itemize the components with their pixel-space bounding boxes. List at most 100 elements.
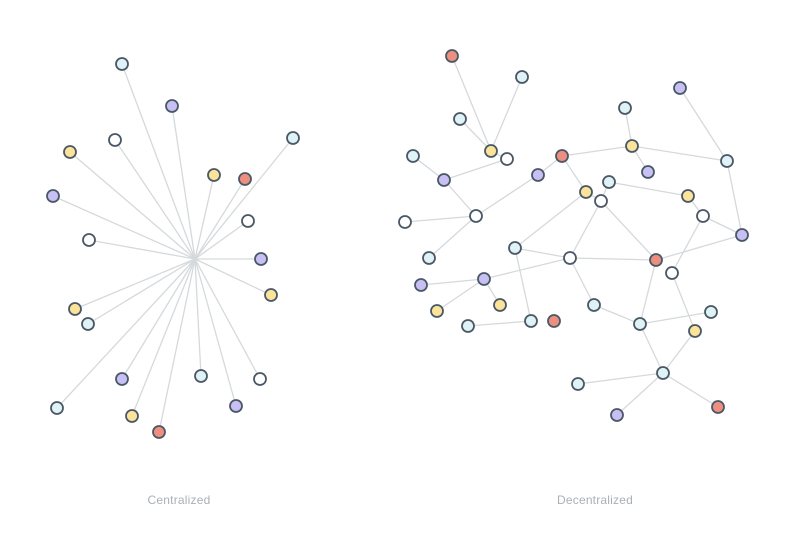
decentralized-edge bbox=[569, 257, 657, 261]
decentralized-edge bbox=[459, 118, 492, 152]
decentralized-edge bbox=[443, 158, 508, 181]
decentralized-edge bbox=[679, 87, 728, 162]
decentralized-node bbox=[493, 298, 507, 312]
decentralized-edge bbox=[639, 323, 664, 374]
decentralized-node bbox=[696, 209, 710, 223]
centralized-edges bbox=[52, 63, 294, 433]
decentralized-node bbox=[555, 149, 569, 163]
decentralized-node bbox=[445, 49, 459, 63]
decentralized-node bbox=[484, 144, 498, 158]
centralized-edge bbox=[158, 258, 196, 433]
decentralized-node bbox=[515, 70, 529, 84]
centralized-edge bbox=[194, 258, 272, 296]
decentralized-node bbox=[430, 304, 444, 318]
centralized-node bbox=[46, 189, 60, 203]
decentralized-node bbox=[547, 314, 561, 328]
centralized-node bbox=[125, 409, 139, 423]
centralized-node bbox=[229, 399, 243, 413]
decentralized-edge bbox=[608, 181, 689, 197]
decentralized-node bbox=[641, 165, 655, 179]
centralized-edge bbox=[194, 220, 249, 260]
decentralized-edge bbox=[671, 215, 704, 274]
decentralized-edge bbox=[662, 372, 719, 408]
decentralized-node bbox=[633, 317, 647, 331]
decentralized-node bbox=[508, 241, 522, 255]
decentralized-node bbox=[500, 152, 514, 166]
centralized-edge bbox=[114, 139, 196, 260]
centralized-node bbox=[207, 168, 221, 182]
decentralized-edge bbox=[490, 76, 523, 152]
decentralized-node bbox=[477, 272, 491, 286]
decentralized-node bbox=[735, 228, 749, 242]
centralized-edge bbox=[74, 258, 196, 310]
decentralized-edge bbox=[726, 160, 743, 236]
decentralized-edge bbox=[514, 247, 571, 259]
centralized-node bbox=[63, 145, 77, 159]
decentralized-edge bbox=[475, 174, 539, 217]
centralized-node bbox=[241, 214, 255, 228]
decentralized-edge bbox=[467, 320, 532, 327]
decentralized-node bbox=[437, 173, 451, 187]
decentralized-node bbox=[673, 81, 687, 95]
decentralized-node bbox=[602, 175, 616, 189]
decentralized-edge bbox=[616, 372, 664, 416]
decentralized-node bbox=[704, 305, 718, 319]
decentralized-node bbox=[579, 185, 593, 199]
decentralized-node bbox=[453, 112, 467, 126]
decentralized-edge bbox=[671, 272, 696, 332]
decentralized-edge bbox=[655, 234, 743, 261]
decentralized-node bbox=[688, 324, 702, 338]
decentralized-edge bbox=[420, 278, 485, 286]
centralized-edge bbox=[194, 258, 237, 407]
decentralized-node bbox=[625, 139, 639, 153]
centralized-node bbox=[115, 372, 129, 386]
decentralized-edge bbox=[662, 330, 696, 374]
decentralized-edge bbox=[569, 200, 602, 259]
decentralized-edge bbox=[561, 145, 633, 157]
centralized-edge bbox=[194, 137, 294, 260]
centralized-edge bbox=[194, 258, 202, 377]
centralized-edge bbox=[56, 258, 196, 409]
centralized-node bbox=[286, 131, 300, 145]
decentralized-edge bbox=[631, 145, 728, 162]
decentralized-node bbox=[711, 400, 725, 414]
centralized-node bbox=[68, 302, 82, 316]
decentralized-nodes bbox=[398, 49, 749, 422]
decentralized-node bbox=[414, 278, 428, 292]
centralized-edge bbox=[52, 195, 196, 260]
decentralized-node bbox=[531, 168, 545, 182]
decentralized-edges bbox=[404, 55, 743, 416]
centralized-edge bbox=[87, 258, 196, 325]
decentralized-edge bbox=[569, 257, 595, 306]
centralized-node bbox=[253, 372, 267, 386]
decentralized-node bbox=[571, 377, 585, 391]
decentralized-node bbox=[461, 319, 475, 333]
centralized-node bbox=[50, 401, 64, 415]
centralized-nodes bbox=[46, 57, 300, 439]
decentralized-edge bbox=[483, 257, 571, 280]
centralized-node bbox=[152, 425, 166, 439]
decentralized-edge bbox=[404, 215, 477, 223]
centralized-edge bbox=[121, 63, 196, 260]
decentralized-node bbox=[524, 314, 538, 328]
decentralized-edge bbox=[702, 215, 743, 236]
centralized-node bbox=[194, 369, 208, 383]
centralized-node bbox=[264, 288, 278, 302]
decentralized-node bbox=[563, 251, 577, 265]
centralized-node bbox=[254, 252, 268, 266]
decentralized-edge bbox=[577, 372, 664, 385]
decentralized-node bbox=[610, 408, 624, 422]
decentralized-edge bbox=[639, 311, 712, 325]
decentralized-node bbox=[594, 194, 608, 208]
decentralized-node bbox=[469, 209, 483, 223]
decentralized-edge bbox=[593, 304, 641, 325]
centralized-edge bbox=[121, 258, 196, 380]
decentralized-node bbox=[422, 251, 436, 265]
centralized-caption: Centralized bbox=[147, 493, 211, 507]
centralized-edge bbox=[131, 258, 196, 417]
decentralized-node bbox=[665, 266, 679, 280]
centralized-edge bbox=[171, 105, 196, 260]
decentralized-node bbox=[618, 101, 632, 115]
centralized-edge bbox=[194, 258, 261, 380]
decentralized-edge bbox=[443, 179, 477, 217]
